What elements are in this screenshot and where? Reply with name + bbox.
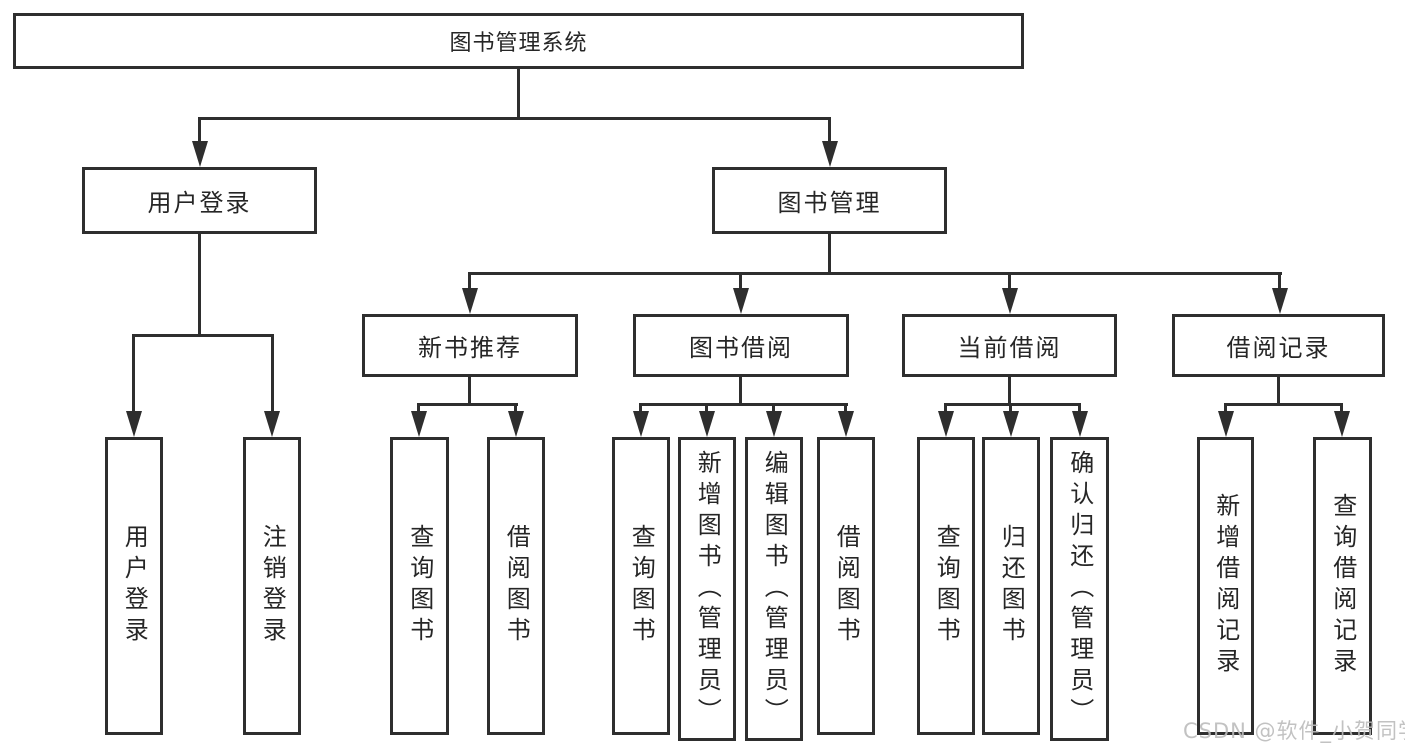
connector-borrowing-split bbox=[639, 403, 848, 406]
leaf-label: 新增图书（管理员） bbox=[693, 449, 722, 729]
arrow-down-icon bbox=[1334, 411, 1350, 437]
arrow-down-icon bbox=[1272, 288, 1288, 314]
arrow-down-icon bbox=[462, 288, 478, 314]
arrow-down-icon bbox=[633, 411, 649, 437]
node-book-management: 图书管理 bbox=[712, 167, 947, 234]
arrow-down-icon bbox=[699, 411, 715, 437]
arrow-down-icon bbox=[766, 411, 782, 437]
arrow-down-icon bbox=[1002, 288, 1018, 314]
connector-management-drop-1 bbox=[468, 274, 471, 290]
leaf-label: 借阅图书 bbox=[832, 524, 861, 648]
leaf-label: 查询图书 bbox=[627, 524, 656, 648]
node-label: 图书借阅 bbox=[689, 334, 793, 362]
leaf-borrow-books-recommend: 借阅图书 bbox=[487, 437, 545, 735]
node-label: 当前借阅 bbox=[957, 334, 1062, 362]
leaf-logout: 注销登录 bbox=[243, 437, 301, 735]
leaf-query-books-borrowing: 查询图书 bbox=[612, 437, 670, 735]
leaf-confirm-return-admin: 确认归还（管理员） bbox=[1050, 437, 1109, 741]
connector-management-split bbox=[468, 272, 1282, 275]
leaf-query-borrow-record: 查询借阅记录 bbox=[1313, 437, 1372, 735]
arrow-down-icon bbox=[1003, 411, 1019, 437]
node-borrowing-records: 借阅记录 bbox=[1172, 314, 1385, 377]
node-library-management-system: 图书管理系统 bbox=[13, 13, 1024, 69]
node-label: 新书推荐 bbox=[418, 334, 522, 362]
node-label: 图书管理系统 bbox=[449, 31, 588, 56]
connector-management-stem bbox=[828, 234, 831, 274]
leaf-label: 编辑图书（管理员） bbox=[760, 449, 789, 729]
connector-current-drop-2 bbox=[1009, 405, 1012, 413]
leaf-label: 注销登录 bbox=[258, 524, 287, 648]
arrow-down-icon bbox=[838, 411, 854, 437]
connector-root-stem bbox=[517, 69, 520, 119]
connector-current-drop-1 bbox=[944, 405, 947, 413]
leaf-label: 查询图书 bbox=[932, 524, 961, 648]
leaf-add-book-admin: 新增图书（管理员） bbox=[678, 437, 736, 741]
connector-records-drop-2 bbox=[1340, 405, 1343, 413]
node-current-borrowing: 当前借阅 bbox=[902, 314, 1117, 377]
leaf-return-books: 归还图书 bbox=[982, 437, 1040, 735]
arrow-down-icon bbox=[192, 141, 208, 167]
arrow-down-icon bbox=[733, 288, 749, 314]
connector-borrowing-drop-2 bbox=[705, 405, 708, 413]
connector-recommend-drop-1 bbox=[417, 405, 420, 413]
leaf-label: 查询图书 bbox=[405, 524, 434, 648]
arrow-down-icon bbox=[264, 411, 280, 437]
leaf-label: 用户登录 bbox=[120, 524, 149, 648]
connector-recommend-split bbox=[417, 403, 518, 406]
connector-management-drop-4 bbox=[1278, 274, 1281, 290]
connector-current-split bbox=[944, 403, 1081, 406]
node-book-borrowing: 图书借阅 bbox=[633, 314, 849, 377]
leaf-label: 新增借阅记录 bbox=[1211, 493, 1240, 679]
connector-root-drop-left bbox=[198, 119, 201, 145]
connector-records-split bbox=[1224, 403, 1343, 406]
arrow-down-icon bbox=[1072, 411, 1088, 437]
arrow-down-icon bbox=[822, 141, 838, 167]
connector-records-stem bbox=[1277, 377, 1280, 406]
connector-root-split bbox=[198, 117, 831, 120]
connector-login-split bbox=[132, 334, 274, 337]
leaf-borrow-books-borrowing: 借阅图书 bbox=[817, 437, 875, 735]
leaf-label: 归还图书 bbox=[997, 524, 1026, 648]
arrow-down-icon bbox=[938, 411, 954, 437]
connector-borrowing-drop-4 bbox=[844, 405, 847, 413]
arrow-down-icon bbox=[508, 411, 524, 437]
connector-current-drop-3 bbox=[1078, 405, 1081, 413]
connector-borrowing-drop-3 bbox=[772, 405, 775, 413]
connector-borrowing-stem bbox=[739, 377, 742, 406]
arrow-down-icon bbox=[1218, 411, 1234, 437]
connector-recommend-drop-2 bbox=[514, 405, 517, 413]
arrow-down-icon bbox=[126, 411, 142, 437]
leaf-label: 借阅图书 bbox=[502, 524, 531, 648]
connector-management-drop-2 bbox=[739, 274, 742, 290]
leaf-edit-book-admin: 编辑图书（管理员） bbox=[745, 437, 803, 741]
node-label: 用户登录 bbox=[147, 189, 252, 217]
leaf-label: 查询借阅记录 bbox=[1328, 493, 1357, 679]
leaf-query-books-current: 查询图书 bbox=[917, 437, 975, 735]
connector-login-drop-1 bbox=[132, 336, 135, 412]
watermark-text: CSDN @软件_小贺同学 bbox=[1183, 719, 1405, 743]
connector-current-stem bbox=[1008, 377, 1011, 406]
arrow-down-icon bbox=[411, 411, 427, 437]
node-new-book-recommendation: 新书推荐 bbox=[362, 314, 578, 377]
connector-login-stem bbox=[198, 234, 201, 336]
connector-records-drop-1 bbox=[1224, 405, 1227, 413]
connector-borrowing-drop-1 bbox=[639, 405, 642, 413]
connector-recommend-stem bbox=[468, 377, 471, 406]
node-label: 借阅记录 bbox=[1226, 334, 1331, 362]
leaf-label: 确认归还（管理员） bbox=[1065, 449, 1094, 729]
leaf-add-borrow-record: 新增借阅记录 bbox=[1197, 437, 1254, 735]
connector-root-drop-right bbox=[828, 119, 831, 145]
connector-login-drop-2 bbox=[271, 336, 274, 412]
leaf-query-books-recommend: 查询图书 bbox=[390, 437, 449, 735]
leaf-user-login: 用户登录 bbox=[105, 437, 163, 735]
connector-management-drop-3 bbox=[1008, 274, 1011, 290]
node-label: 图书管理 bbox=[777, 189, 882, 217]
node-user-login: 用户登录 bbox=[82, 167, 317, 234]
